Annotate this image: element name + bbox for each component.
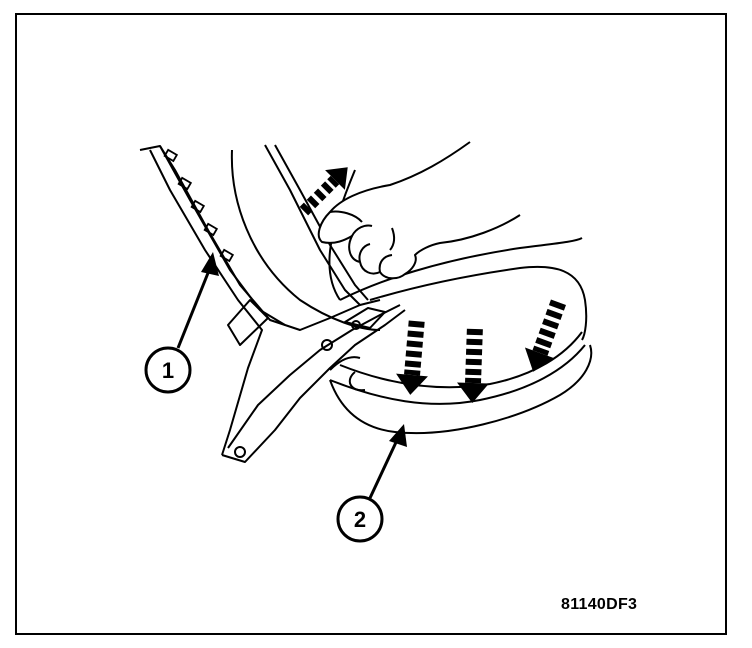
push-arrow (299, 167, 348, 216)
callout-1: 1 (144, 346, 192, 394)
callout-2-number: 2 (354, 507, 366, 532)
callout-leaders (176, 252, 407, 499)
push-arrow (524, 299, 566, 372)
push-arrow (396, 320, 428, 395)
push-arrow (457, 328, 489, 403)
callout-1-number: 1 (162, 358, 174, 383)
wheelhouse-shield (329, 237, 593, 435)
callout-2-arrowhead (389, 424, 407, 447)
callout-1-leader (176, 267, 212, 349)
figure-border (15, 13, 727, 635)
hand-illustration (317, 141, 521, 280)
figure-id-label: 81140DF3 (561, 596, 638, 613)
push-arrows (299, 167, 566, 403)
callout-1-arrowhead (201, 252, 219, 276)
pillar-slots (163, 148, 235, 263)
callout-2: 2 (336, 495, 384, 543)
callout-2-leader (368, 437, 400, 499)
